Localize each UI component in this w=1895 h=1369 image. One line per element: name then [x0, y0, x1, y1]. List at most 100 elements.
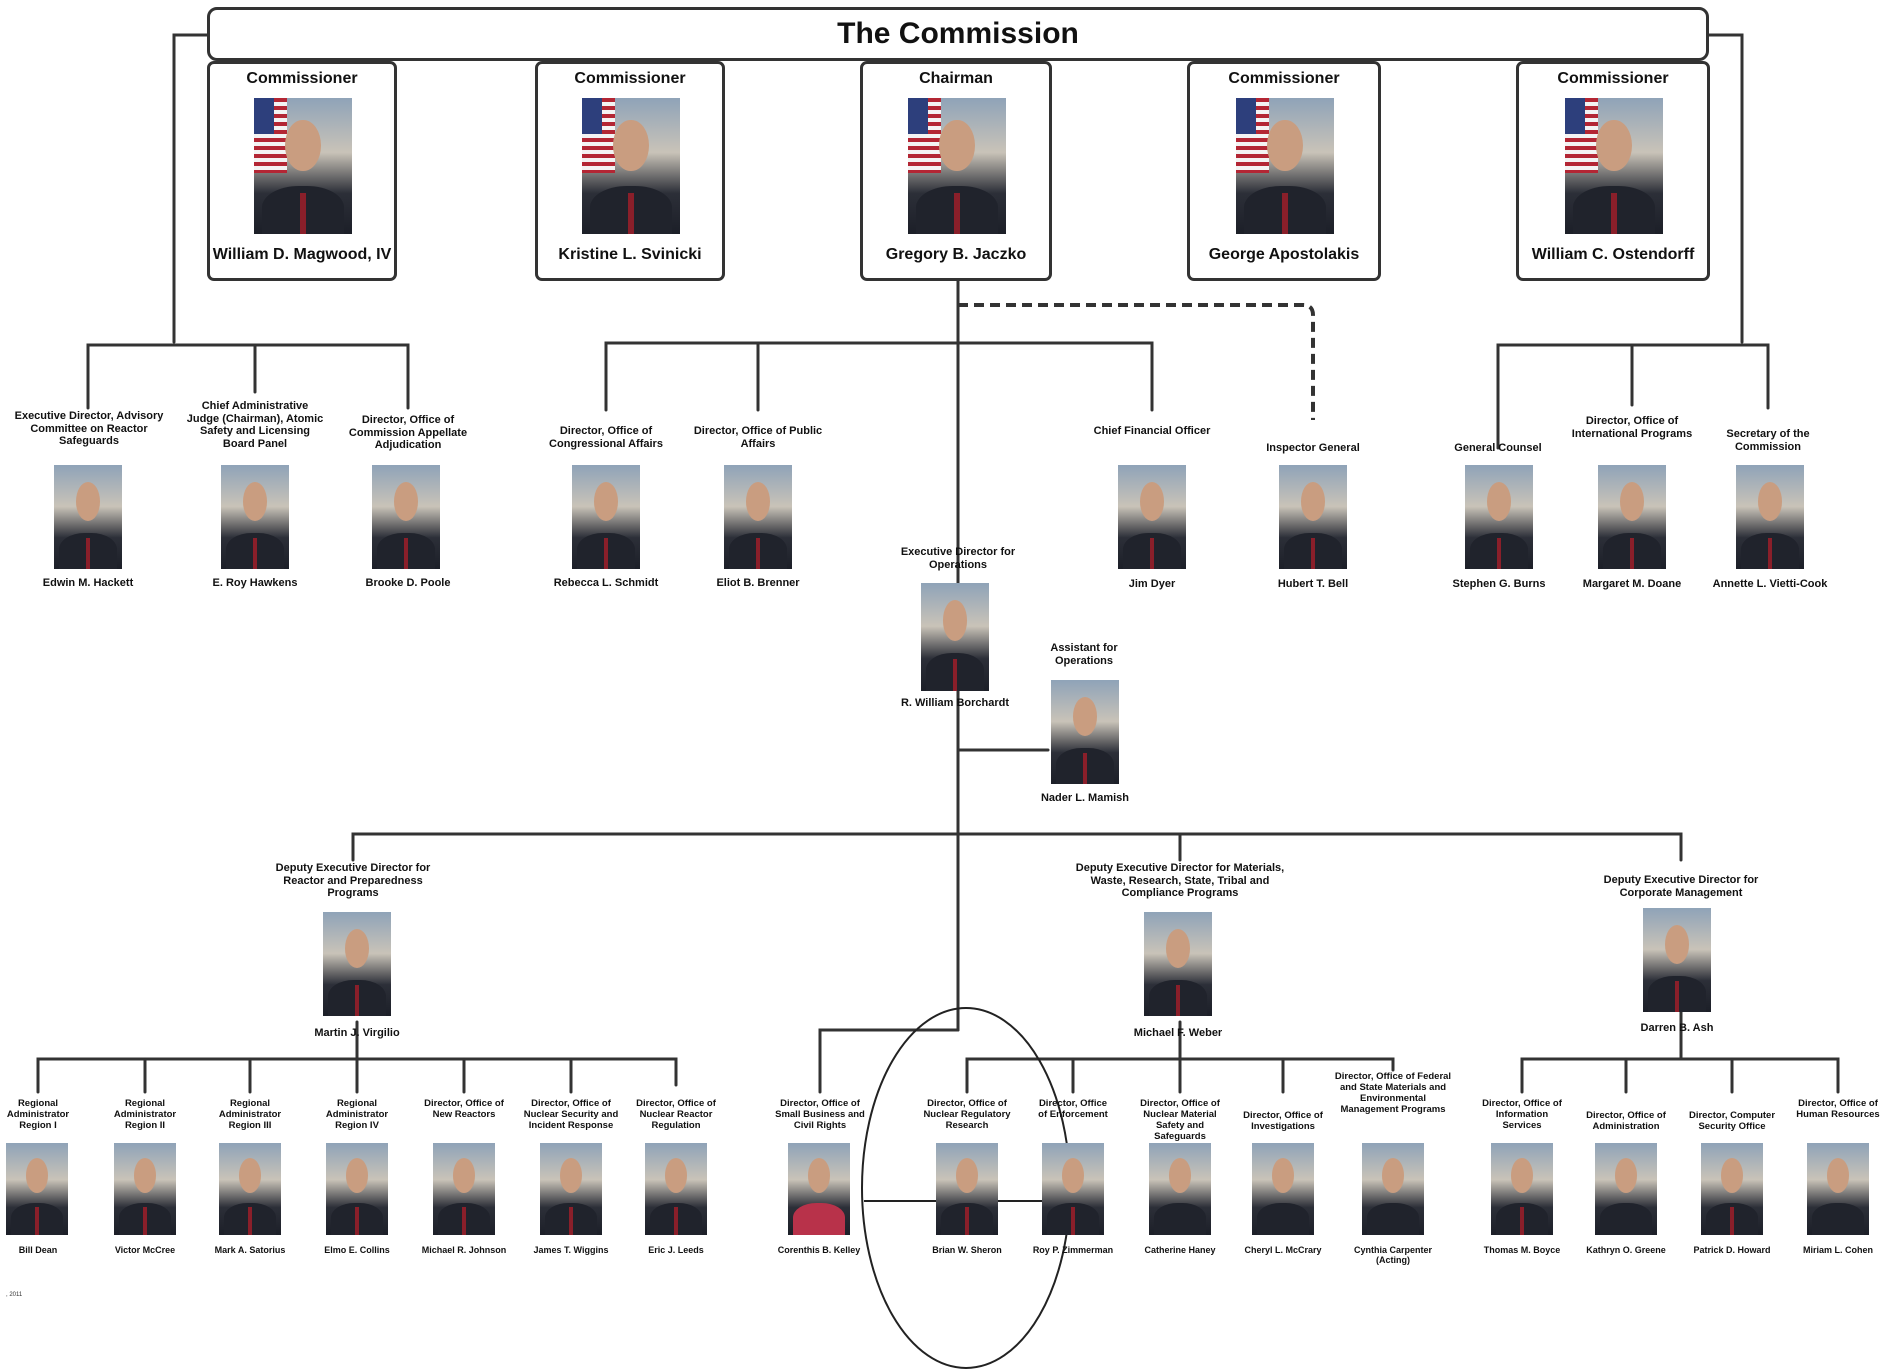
office-title: Director, Office of Small Business and C… — [775, 1098, 865, 1131]
connector-line — [818, 1028, 960, 1094]
portrait-photo — [219, 1143, 281, 1235]
portrait-photo — [908, 98, 1006, 234]
person-name: Elmo E. Collins — [324, 1245, 390, 1255]
person-name: Patrick D. Howard — [1693, 1245, 1771, 1255]
office-title: Director, Office of Public Affairs — [693, 425, 823, 450]
person-name: Annette L. Vietti-Cook — [1712, 578, 1828, 590]
portrait-photo — [1491, 1143, 1553, 1235]
office-title: Director, Office of Federal and State Ma… — [1334, 1071, 1452, 1115]
office-title: Regional Administrator Region II — [113, 1098, 177, 1131]
office-title: Director, Office of Administration — [1586, 1110, 1666, 1132]
portrait-photo — [1465, 465, 1533, 569]
person-name: Margaret M. Doane — [1582, 578, 1682, 590]
office-title: Executive Director, Advisory Committee o… — [14, 410, 164, 447]
portrait-photo — [1807, 1143, 1869, 1235]
portrait-photo — [323, 912, 391, 1016]
member-name: George Apostolakis — [1208, 246, 1360, 263]
connector-line — [86, 343, 410, 410]
person-name: Cynthia Carpenter (Acting) — [1353, 1245, 1433, 1265]
office-title: Director, Office of Nuclear Material Saf… — [1140, 1098, 1220, 1142]
person-name: Edwin M. Hackett — [42, 577, 134, 589]
office-title: Director, Office of Information Services — [1482, 1098, 1562, 1131]
person-name: Brian W. Sheron — [932, 1245, 1002, 1255]
portrait-photo — [582, 98, 680, 234]
portrait-photo — [1701, 1143, 1763, 1235]
office-title: Deputy Executive Director for Corporate … — [1603, 874, 1759, 899]
portrait-photo — [1362, 1143, 1424, 1235]
portrait-photo — [114, 1143, 176, 1235]
office-title: Regional Administrator Region I — [6, 1098, 70, 1131]
person-name: Catherine Haney — [1144, 1245, 1216, 1255]
office-title: Regional Administrator Region III — [218, 1098, 282, 1131]
person-name: Martin J. Virgilio — [314, 1027, 400, 1039]
person-name: Kathryn O. Greene — [1586, 1245, 1666, 1255]
member-name: William D. Magwood, IV — [212, 246, 392, 263]
portrait-photo — [1149, 1143, 1211, 1235]
office-title: Regional Administrator Region IV — [325, 1098, 389, 1131]
member-name: William C. Ostendorff — [1531, 246, 1695, 263]
office-title: Director, Office of Human Resources — [1796, 1098, 1880, 1120]
member-name: Kristine L. Svinicki — [558, 246, 702, 263]
portrait-photo — [1236, 98, 1334, 234]
office-title: Chief Administrative Judge (Chairman), A… — [186, 400, 324, 450]
office-title: General Counsel — [1454, 442, 1542, 454]
portrait-photo — [936, 1143, 998, 1235]
commission-member-box: Commissioner George Apostolakis — [1187, 61, 1381, 281]
office-title: Secretary of the Commission — [1726, 428, 1810, 453]
portrait-photo — [645, 1143, 707, 1235]
office-title: Chief Financial Officer — [1093, 425, 1211, 437]
office-title: Deputy Executive Director for Materials,… — [1075, 862, 1285, 899]
person-name: Cheryl L. McCrary — [1244, 1245, 1322, 1255]
connector-line — [1520, 1057, 1840, 1094]
portrait-photo — [1051, 680, 1119, 784]
commission-member-box: Commissioner William C. Ostendorff — [1516, 61, 1710, 281]
person-name: Roy P. Zimmerman — [1032, 1245, 1114, 1255]
connector-line — [1707, 33, 1744, 344]
person-name: Darren B. Ash — [1640, 1022, 1714, 1034]
member-name: Gregory B. Jaczko — [885, 246, 1027, 263]
person-name: R. William Borchardt — [900, 697, 1010, 709]
commission-title-bar: The Commission — [207, 7, 1709, 61]
portrait-photo — [1565, 98, 1663, 234]
portrait-photo — [921, 583, 989, 691]
office-title: Director, Office of Commission Appellate… — [348, 414, 468, 451]
portrait-photo — [788, 1143, 850, 1235]
person-name: Mark A. Satorius — [214, 1245, 286, 1255]
office-title: Director, Computer Security Office — [1688, 1110, 1776, 1132]
person-name: Miriam L. Cohen — [1802, 1245, 1873, 1255]
portrait-photo — [1144, 912, 1212, 1016]
portrait-photo — [724, 465, 792, 569]
portrait-photo — [1736, 465, 1804, 569]
office-title: Director, Office of Congressional Affair… — [549, 425, 663, 450]
portrait-photo — [1595, 1143, 1657, 1235]
portrait-photo — [54, 465, 122, 569]
office-title: Assistant for Operations — [1050, 642, 1118, 667]
commission-member-box: Chairman Gregory B. Jaczko — [860, 61, 1052, 281]
portrait-photo — [1279, 465, 1347, 569]
person-name: Rebecca L. Schmidt — [553, 577, 659, 589]
office-title: Director, Office of Nuclear Regulatory R… — [923, 1098, 1011, 1131]
person-name: Victor McCree — [114, 1245, 176, 1255]
person-name: Nader L. Mamish — [1040, 792, 1130, 804]
person-name: Thomas M. Boyce — [1483, 1245, 1561, 1255]
office-title: Director, Office of Nuclear Security and… — [523, 1098, 619, 1131]
person-name: E. Roy Hawkens — [212, 577, 298, 589]
office-title: Director, Office of Enforcement — [1038, 1098, 1108, 1120]
person-name: Michael R. Johnson — [421, 1245, 507, 1255]
portrait-photo — [572, 465, 640, 569]
portrait-photo — [254, 98, 352, 234]
person-name: Brooke D. Poole — [365, 577, 451, 589]
office-title: Director, Office of International Progra… — [1571, 415, 1693, 440]
portrait-photo — [1598, 465, 1666, 569]
dashed-connector — [958, 303, 1315, 420]
footnote-date: , 2011 — [6, 1292, 23, 1298]
connector-line — [351, 832, 1683, 862]
portrait-photo — [1643, 908, 1711, 1012]
person-name: Eric J. Leeds — [648, 1245, 704, 1255]
commission-member-box: Commissioner Kristine L. Svinicki — [535, 61, 725, 281]
commission-member-box: Commissioner William D. Magwood, IV — [207, 61, 397, 281]
portrait-photo — [372, 465, 440, 569]
office-title: Deputy Executive Director for Reactor an… — [275, 862, 431, 899]
person-name: Michael F. Weber — [1133, 1027, 1223, 1039]
portrait-photo — [1042, 1143, 1104, 1235]
